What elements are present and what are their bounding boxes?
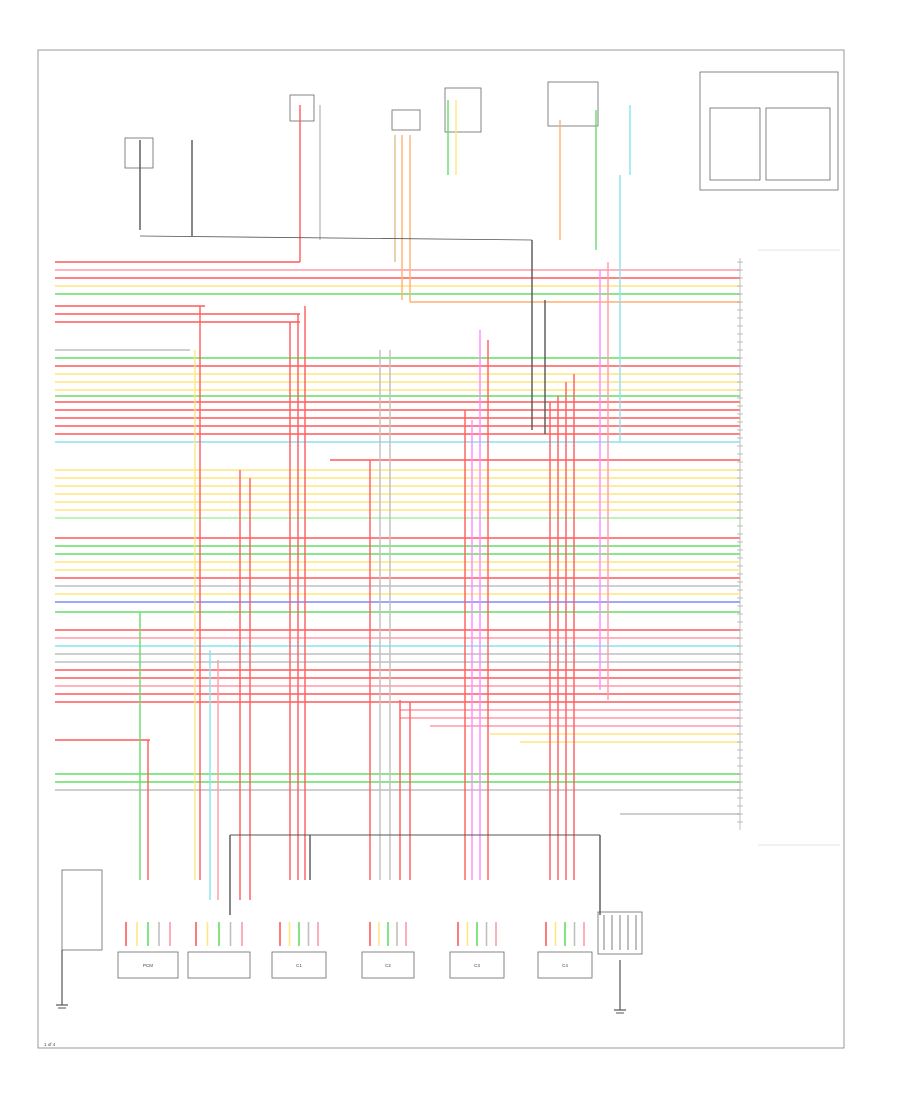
page-label: 1 of 4: [44, 1042, 56, 1047]
ground-bracket: [61, 869, 103, 951]
connector-label: C4: [562, 963, 568, 968]
bottom-connector-1: [187, 951, 251, 979]
terminal-block: [597, 911, 643, 955]
transmission-inner-2: [765, 107, 831, 181]
relay-component: [444, 87, 482, 133]
sensor-component: [391, 109, 421, 131]
splice-line: [139, 235, 533, 241]
top-components: [124, 71, 839, 191]
bottom-connector-2: [271, 951, 327, 979]
bottom-connector-3: [361, 951, 415, 979]
bottom-connector-4: [449, 951, 505, 979]
fuse-component: [124, 137, 154, 169]
transmission-inner: [709, 107, 761, 181]
horizontal-wires: [55, 261, 740, 815]
switch-component: [547, 81, 599, 127]
connector-label: C3: [474, 963, 480, 968]
connector-label: PCM: [143, 963, 153, 968]
bottom-connectors: PCM C1 C2 C3 C4: [117, 911, 643, 979]
transmission-module: [699, 71, 839, 191]
ground-symbols: [56, 869, 626, 1014]
pcm-connector-column: [739, 249, 840, 846]
bottom-connector-0: [117, 951, 179, 979]
connector-label: C1: [296, 963, 302, 968]
pin-ticks: [737, 261, 743, 823]
diagram-frame: [37, 49, 845, 1049]
vertical-wires: [139, 100, 631, 915]
bottom-connector-5: [537, 951, 593, 979]
connector-label: C2: [385, 963, 391, 968]
top-connector-2: [289, 94, 315, 122]
